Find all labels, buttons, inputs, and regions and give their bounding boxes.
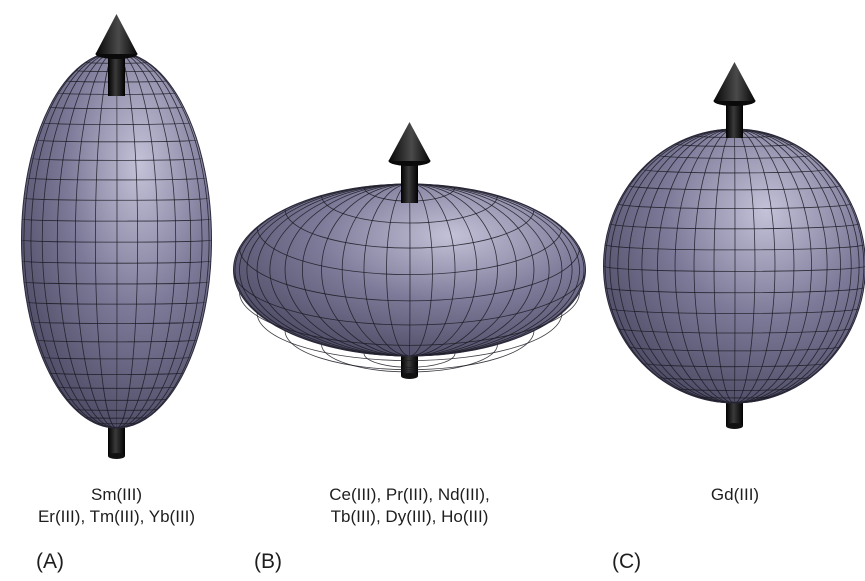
panel-c-arrow-head bbox=[713, 62, 756, 101]
panel-b-ions-line2: Tb(III), Dy(III), Ho(III) bbox=[330, 507, 489, 526]
panel-a-arrow-head bbox=[95, 14, 138, 54]
panel-c-ions-line1: Gd(III) bbox=[710, 485, 760, 504]
panel-a-bottom-stub bbox=[108, 422, 125, 456]
panel-b-bottom-stub-cap bbox=[401, 373, 418, 379]
panel-a-prolate-ellipsoid bbox=[21, 51, 212, 429]
panel-a-diagram bbox=[21, 14, 212, 459]
panel-c-caption: Gd(III) bbox=[640, 484, 830, 506]
panel-b-oblate-ellipsoid bbox=[233, 183, 586, 373]
panel-a-arrow-shaft bbox=[108, 50, 125, 96]
panel-c-diagram bbox=[603, 62, 865, 429]
panel-a-bottom-stub-cap bbox=[108, 453, 125, 459]
panel-c-bottom-stub-cap bbox=[726, 423, 743, 429]
panel-a-caption: Sm(III) Er(III), Tm(III), Yb(III) bbox=[0, 484, 233, 528]
panel-a-ions-line2: Er(III), Tm(III), Yb(III) bbox=[37, 507, 196, 526]
panel-b-ions-line1: Ce(III), Pr(III), Nd(III), bbox=[329, 485, 490, 504]
panel-b-caption: Ce(III), Pr(III), Nd(III), Tb(III), Dy(I… bbox=[272, 484, 547, 528]
panel-a-letter: (A) bbox=[36, 550, 64, 573]
panel-c-sphere bbox=[603, 128, 865, 404]
panel-b-letter: (B) bbox=[254, 550, 282, 573]
panel-c-letter: (C) bbox=[612, 550, 642, 573]
panel-b-arrow-shaft bbox=[401, 159, 418, 203]
panel-c-arrow-shaft bbox=[726, 98, 743, 138]
panel-b-arrow-head bbox=[388, 122, 431, 161]
panel-b-diagram bbox=[233, 122, 586, 379]
panel-a-ions-line1: Sm(III) bbox=[91, 485, 142, 504]
